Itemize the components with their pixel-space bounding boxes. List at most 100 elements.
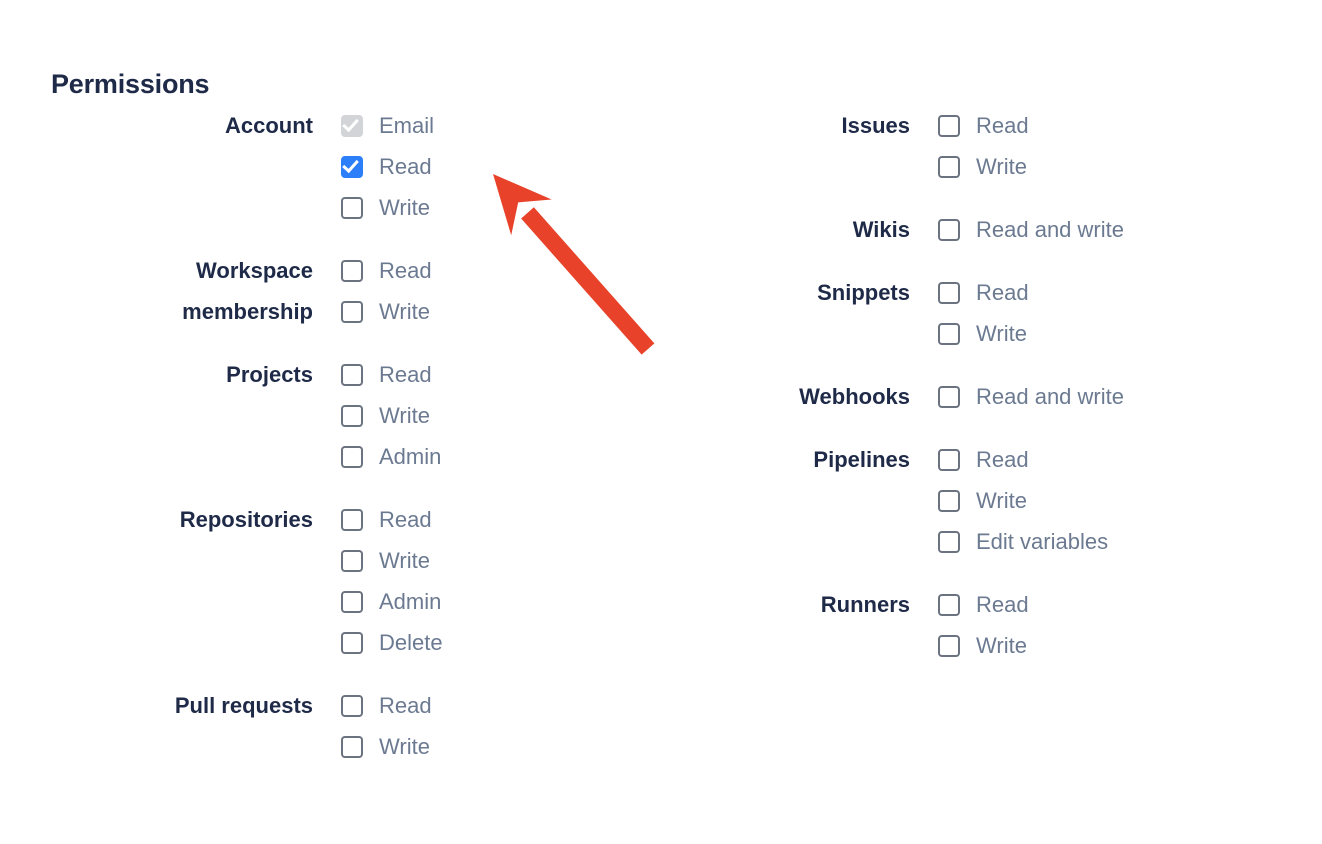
permission-option-label: Write [379, 547, 430, 573]
permission-option-label: Read [379, 153, 432, 179]
permission-option-runners-write[interactable]: Write [938, 625, 1270, 666]
permission-option-account-write[interactable]: Write [341, 187, 660, 228]
permission-option-label: Delete [379, 629, 443, 655]
checkbox-read-unchecked[interactable] [938, 448, 960, 471]
permission-group-label: Webhooks [799, 384, 910, 409]
checkbox-read-unchecked[interactable] [341, 694, 363, 717]
checkbox-write-unchecked[interactable] [938, 155, 960, 178]
permission-option-pipelines-read[interactable]: Read [938, 439, 1270, 480]
checkbox-write-unchecked[interactable] [341, 196, 363, 219]
permission-option-label: Admin [379, 443, 442, 469]
checkbox-write-unchecked[interactable] [341, 404, 363, 427]
permission-option-repositories-delete[interactable]: Delete [341, 622, 660, 663]
permission-option-pipelines-edit-variables[interactable]: Edit variables [938, 521, 1270, 562]
permission-option-projects-read[interactable]: Read [341, 354, 660, 395]
checkbox-edit-variables-unchecked[interactable] [938, 530, 960, 553]
permission-group-label: Projects [226, 362, 313, 387]
checkbox-read-unchecked[interactable] [341, 363, 363, 386]
checkbox-write-unchecked[interactable] [341, 735, 363, 758]
permission-group-label: Snippets [817, 280, 910, 305]
permission-option-label: Admin [379, 588, 442, 614]
permission-option-pull-requests-read[interactable]: Read [341, 685, 660, 726]
permission-group-wikis: Wikis Read and write [610, 209, 1270, 250]
permission-option-snippets-write[interactable]: Write [938, 313, 1270, 354]
checkbox-write-unchecked[interactable] [341, 549, 363, 572]
checkbox-write-unchecked[interactable] [341, 300, 363, 323]
permission-option-label: Read [379, 506, 432, 532]
permission-option-projects-write[interactable]: Write [341, 395, 660, 436]
permission-option-account-read[interactable]: Read [341, 146, 660, 187]
checkbox-delete-unchecked[interactable] [341, 631, 363, 654]
permission-option-label: Read [976, 112, 1029, 138]
checkbox-read-and-write-unchecked[interactable] [938, 218, 960, 241]
permission-option-label: Write [379, 733, 430, 759]
permission-option-webhooks-read-and-write[interactable]: Read and write [938, 376, 1270, 417]
permission-group-options: Read and write [938, 209, 1270, 250]
permission-option-label: Read [379, 257, 432, 283]
permission-option-pull-requests-write[interactable]: Write [341, 726, 660, 767]
checkbox-email-disabled [341, 114, 363, 137]
checkbox-read-and-write-unchecked[interactable] [938, 385, 960, 408]
checkbox-write-unchecked[interactable] [938, 322, 960, 345]
permission-group-label: Workspace membership [182, 258, 313, 324]
checkbox-admin-unchecked[interactable] [341, 590, 363, 613]
permission-option-runners-read[interactable]: Read [938, 584, 1270, 625]
permission-option-repositories-write[interactable]: Write [341, 540, 660, 581]
permission-option-label: Write [976, 487, 1027, 513]
permission-option-label: Read and write [976, 383, 1124, 409]
permission-option-workspace-membership-write[interactable]: Write [341, 291, 660, 332]
permission-option-label: Write [976, 320, 1027, 346]
checkbox-read-unchecked[interactable] [341, 508, 363, 531]
permission-option-repositories-admin[interactable]: Admin [341, 581, 660, 622]
permission-group-webhooks: Webhooks Read and write [610, 376, 1270, 417]
permission-option-snippets-read[interactable]: Read [938, 272, 1270, 313]
permission-option-label: Read and write [976, 216, 1124, 242]
permission-option-wikis-read-and-write[interactable]: Read and write [938, 209, 1270, 250]
permission-group-label: Pull requests [174, 693, 313, 718]
permission-option-projects-admin[interactable]: Admin [341, 436, 660, 477]
permission-option-label: Email [379, 112, 435, 138]
checkmark-icon [342, 155, 359, 173]
permission-group-options: Read and write [938, 376, 1270, 417]
checkbox-read-unchecked[interactable] [938, 281, 960, 304]
permission-group-label: Pipelines [813, 447, 910, 472]
permission-option-label: Write [976, 153, 1027, 179]
permission-option-pipelines-write[interactable]: Write [938, 480, 1270, 521]
permission-option-repositories-read[interactable]: Read [341, 499, 660, 540]
permission-option-label: Write [379, 402, 430, 428]
permission-group-label: Runners [820, 592, 910, 617]
permission-option-issues-read[interactable]: Read [938, 105, 1270, 146]
permission-option-account-email[interactable]: Email [341, 105, 660, 146]
permission-option-label: Write [379, 194, 430, 220]
checkbox-read-unchecked[interactable] [938, 593, 960, 616]
checkbox-write-unchecked[interactable] [938, 489, 960, 512]
checkbox-admin-unchecked[interactable] [341, 445, 363, 468]
permission-option-label: Read [976, 446, 1029, 472]
permission-option-issues-write[interactable]: Write [938, 146, 1270, 187]
permission-option-label: Read [379, 692, 432, 718]
checkbox-read-unchecked[interactable] [938, 114, 960, 137]
permission-group-label: Wikis [852, 217, 910, 242]
permission-option-label: Edit variables [976, 528, 1109, 554]
permission-option-workspace-membership-read[interactable]: Read [341, 250, 660, 291]
permission-option-label: Write [379, 298, 430, 324]
checkbox-read-unchecked[interactable] [341, 259, 363, 282]
permission-group-label: Issues [841, 113, 911, 138]
checkbox-write-unchecked[interactable] [938, 634, 960, 657]
checkbox-read-checked[interactable] [341, 155, 363, 178]
